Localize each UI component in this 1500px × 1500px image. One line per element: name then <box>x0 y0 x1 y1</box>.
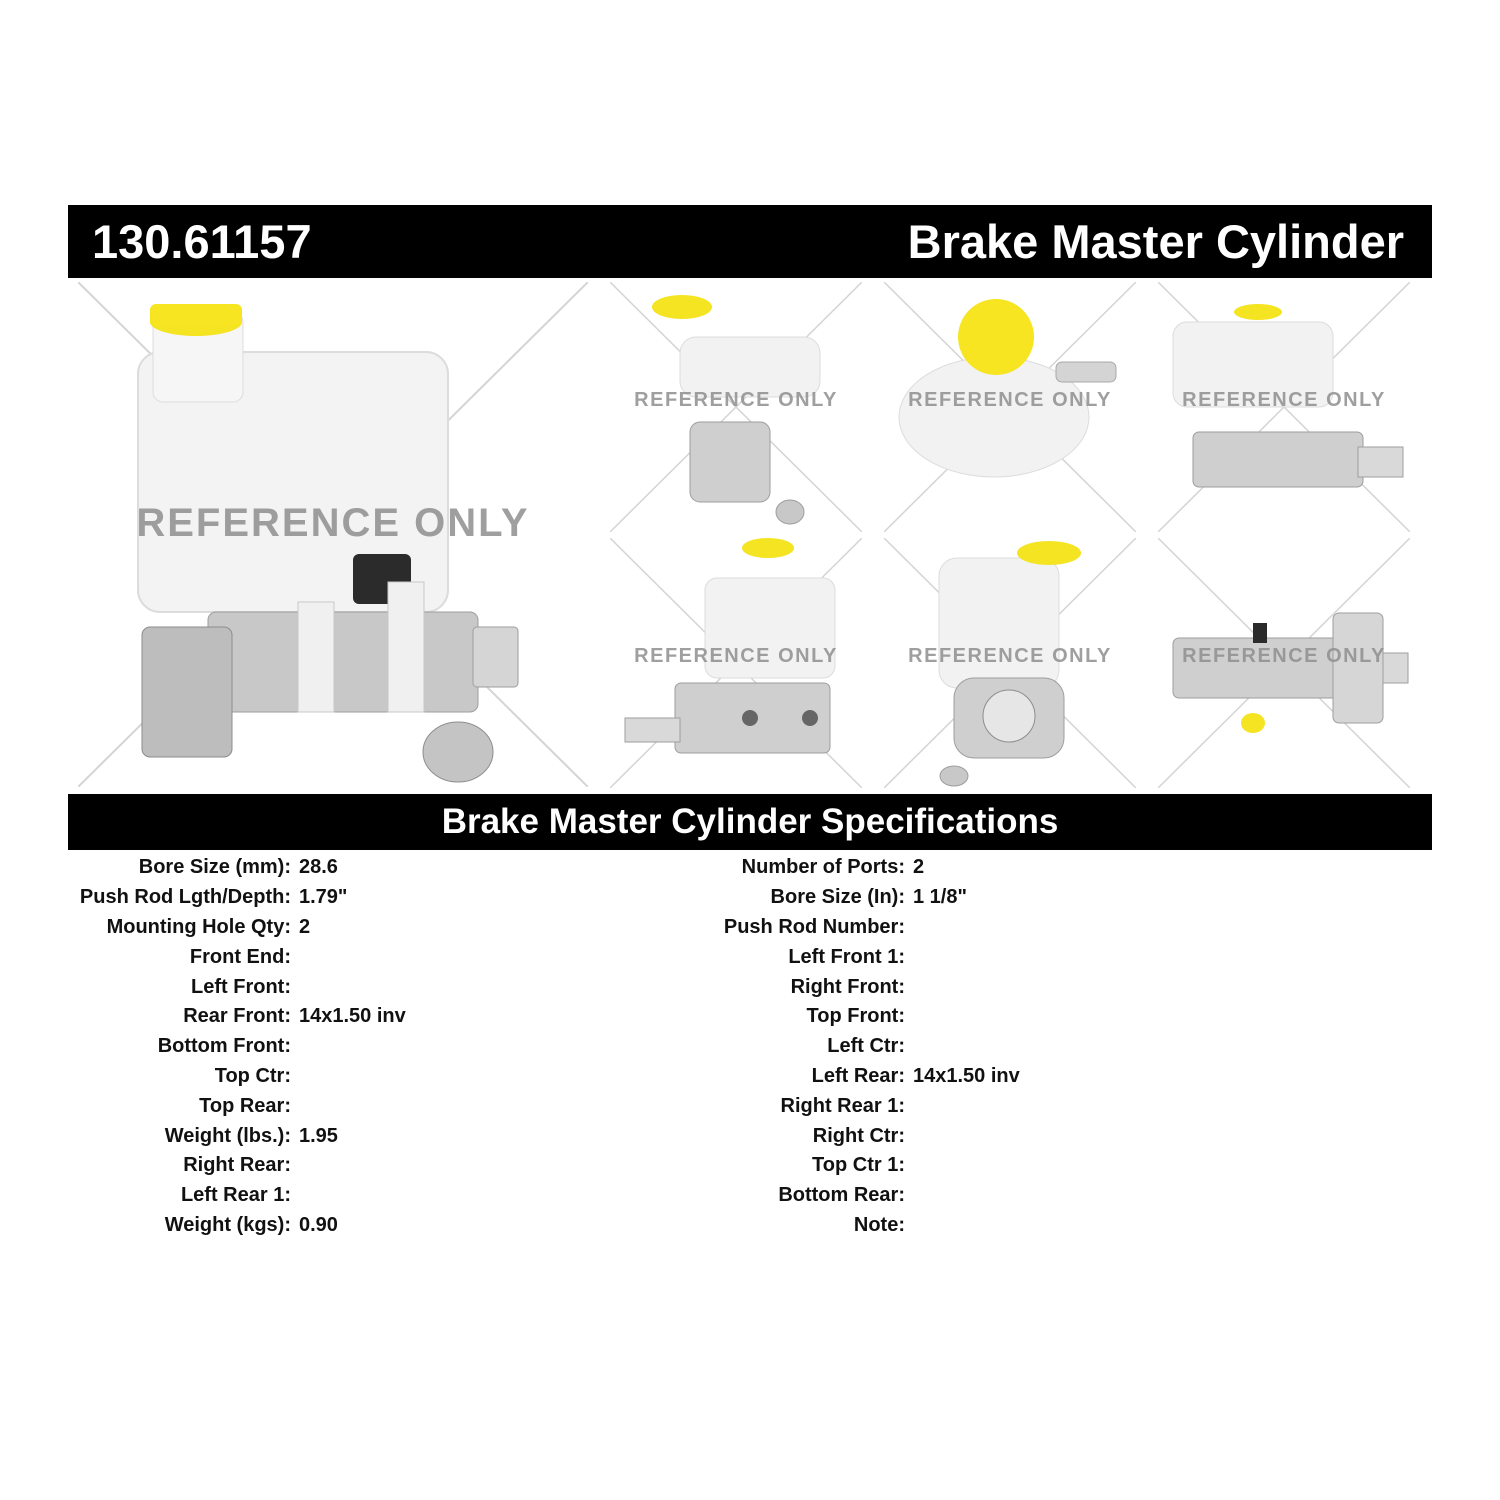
spec-row: Mounting Hole Qty: 2 <box>0 913 406 943</box>
spec-row: Bore Size (mm): 28.6 <box>0 853 406 883</box>
spec-label: Right Front: <box>790 975 905 998</box>
spec-row: Number of Ports: 2 <box>620 853 1020 883</box>
spec-row: Bottom Front: <box>0 1032 406 1062</box>
spec-label: Push Rod Lgth/Depth: <box>79 886 291 909</box>
brake-master-cylinder-image <box>610 538 862 788</box>
title-bar: 130.61157 Brake Master Cylinder <box>68 205 1432 278</box>
spec-row: Front End: <box>0 942 406 972</box>
spec-row: Right Rear 1: <box>620 1091 1020 1121</box>
spec-row: Top Ctr 1: <box>620 1151 1020 1181</box>
product-name: Brake Master Cylinder <box>907 215 1404 268</box>
spec-value: 0.90 <box>299 1213 338 1236</box>
spec-label: Left Rear: <box>811 1064 905 1087</box>
spec-label: Rear Front: <box>183 1005 291 1028</box>
spec-row: Right Ctr: <box>620 1121 1020 1151</box>
spec-row: Weight (kgs): 0.90 <box>0 1211 406 1241</box>
spec-value: 1.79" <box>299 886 348 909</box>
spec-label: Front End: <box>189 945 291 968</box>
spec-row: Left Ctr: <box>620 1032 1020 1062</box>
spec-row: Weight (lbs.): 1.95 <box>0 1121 406 1151</box>
spec-label: Top Front: <box>806 1005 905 1028</box>
thumbnail-photo-2[interactable]: REFERENCE ONLY <box>884 282 1136 532</box>
spec-value: 1.95 <box>299 1124 338 1147</box>
spec-label: Weight (lbs.): <box>164 1124 291 1147</box>
specifications-title: Brake Master Cylinder Specifications <box>441 802 1059 841</box>
spec-row: Left Rear 1: <box>0 1181 406 1211</box>
spec-row: Top Rear: <box>0 1091 406 1121</box>
spec-label: Push Rod Number: <box>723 915 905 938</box>
spec-row: Right Rear: <box>0 1151 406 1181</box>
spec-row: Left Rear: 14x1.50 inv <box>620 1062 1020 1092</box>
thumbnail-photo-5[interactable]: REFERENCE ONLY <box>884 538 1136 788</box>
product-photo-gallery: REFERENCE ONLY REFERENCE ONLY REFERENCE … <box>68 280 1432 792</box>
spec-value: 2 <box>299 915 311 938</box>
spec-row: Top Ctr: <box>0 1062 406 1092</box>
spec-label: Bottom Front: <box>157 1035 291 1058</box>
spec-label: Right Rear 1: <box>780 1094 905 1117</box>
part-number: 130.61157 <box>92 215 312 268</box>
thumbnail-photo-3[interactable]: REFERENCE ONLY <box>1158 282 1410 532</box>
thumbnail-photo-4[interactable]: REFERENCE ONLY <box>610 538 862 788</box>
spec-row: Left Front: <box>0 972 406 1002</box>
brake-master-cylinder-image <box>610 282 862 532</box>
spec-label: Number of Ports: <box>741 856 905 879</box>
watermark-text: REFERENCE ONLY <box>634 389 838 411</box>
main-product-photo[interactable]: REFERENCE ONLY <box>78 282 588 787</box>
spec-label: Bore Size (mm): <box>138 856 291 879</box>
thumbnail-photo-1[interactable]: REFERENCE ONLY <box>610 282 862 532</box>
brake-master-cylinder-image <box>884 538 1136 788</box>
spec-row: Push Rod Number: <box>620 913 1020 943</box>
watermark-text: REFERENCE ONLY <box>908 389 1112 411</box>
spec-row: Top Front: <box>620 1002 1020 1032</box>
spec-label: Right Rear: <box>183 1154 291 1177</box>
brake-master-cylinder-image <box>884 282 1136 532</box>
spec-row: Left Front 1: <box>620 942 1020 972</box>
spec-value: 2 <box>913 856 925 879</box>
spec-value: 1 1/8" <box>913 886 967 909</box>
spec-row: Rear Front: 14x1.50 inv <box>0 1002 406 1032</box>
spec-label: Bottom Rear: <box>778 1184 905 1207</box>
spec-label: Mounting Hole Qty: <box>106 915 291 938</box>
watermark-text: REFERENCE ONLY <box>136 501 530 545</box>
spec-label: Left Ctr: <box>827 1035 905 1058</box>
spec-label: Top Ctr 1: <box>812 1154 905 1177</box>
brake-master-cylinder-image <box>1158 282 1410 532</box>
watermark-text: REFERENCE ONLY <box>908 645 1112 667</box>
watermark-text: REFERENCE ONLY <box>634 645 838 667</box>
specifications-title-bar: Brake Master Cylinder Specifications <box>68 794 1432 850</box>
spec-value: 14x1.50 inv <box>299 1005 406 1028</box>
watermark-text: REFERENCE ONLY <box>1182 645 1386 667</box>
spec-row: Note: <box>620 1211 1020 1241</box>
thumbnail-photo-6[interactable]: REFERENCE ONLY <box>1158 538 1410 788</box>
spec-row: Push Rod Lgth/Depth: 1.79" <box>0 883 406 913</box>
spec-row: Bore Size (In): 1 1/8" <box>620 883 1020 913</box>
spec-label: Right Ctr: <box>812 1124 905 1147</box>
spec-value: 28.6 <box>299 856 338 879</box>
spec-label: Weight (kgs): <box>164 1213 291 1236</box>
spec-label: Note: <box>853 1213 905 1236</box>
spec-row: Right Front: <box>620 972 1020 1002</box>
spec-label: Left Front: <box>191 975 291 998</box>
spec-label: Left Front 1: <box>788 945 905 968</box>
spec-value: 14x1.50 inv <box>913 1064 1020 1087</box>
spec-row: Bottom Rear: <box>620 1181 1020 1211</box>
spec-label: Top Rear: <box>199 1094 291 1117</box>
watermark-text: REFERENCE ONLY <box>1182 389 1386 411</box>
spec-label: Top Ctr: <box>214 1064 291 1087</box>
brake-master-cylinder-image <box>1158 538 1410 788</box>
spec-label: Left Rear 1: <box>180 1184 291 1207</box>
spec-label: Bore Size (In): <box>770 886 905 909</box>
brake-master-cylinder-image <box>78 282 588 787</box>
